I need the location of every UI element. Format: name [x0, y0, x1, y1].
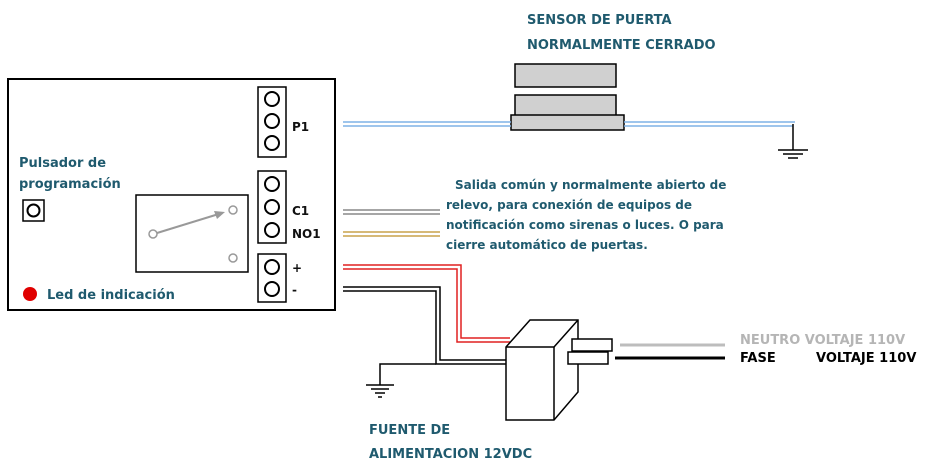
relay-note-line2: relevo, para conexión de equipos de [446, 198, 692, 212]
phase-voltage-label: VOLTAJE 110V [816, 351, 916, 366]
terminal-block-power [257, 253, 287, 303]
supply-label-line1: FUENTE DE [369, 423, 450, 438]
button-label-line2: programación [19, 177, 121, 192]
relay-common-wire [343, 209, 440, 215]
relay-note-line4: cierre automático de puertas. [446, 238, 648, 252]
phase-label: FASE [740, 351, 776, 366]
positive-wire [343, 264, 510, 343]
neutral-label: NEUTRO VOLTAJE 110V [740, 333, 905, 348]
terminal-label-c1: C1 [292, 204, 309, 218]
power-supply-adapter [505, 319, 613, 421]
indicator-led [23, 287, 37, 301]
terminal-block-relay [257, 170, 287, 244]
door-sensor [510, 63, 625, 131]
terminal-label-plus: + [292, 261, 302, 275]
led-label: Led de indicación [47, 288, 175, 303]
relay-note-line3: notificación como sirenas o luces. O par… [446, 218, 724, 232]
programming-button [22, 199, 45, 222]
negative-wire [343, 286, 506, 385]
relay-note-line1: Salida común y normalmente abierto de [455, 178, 726, 192]
sensor-title-line2: NORMALMENTE CERRADO [527, 38, 716, 53]
button-label-line1: Pulsador de [19, 156, 106, 171]
terminal-label-no1: NO1 [292, 227, 321, 241]
relay-no-wire [343, 231, 440, 237]
terminal-label-p1: P1 [292, 120, 309, 134]
sensor-title-line1: SENSOR DE PUERTA [527, 13, 672, 28]
terminal-label-minus: - [292, 283, 297, 297]
supply-label-line2: ALIMENTACION 12VDC [369, 447, 532, 462]
ground-icon [778, 149, 808, 159]
sensor-wire [343, 121, 795, 150]
terminal-block-p1 [257, 86, 287, 158]
ground-icon [366, 384, 394, 398]
relay-symbol [135, 194, 249, 273]
